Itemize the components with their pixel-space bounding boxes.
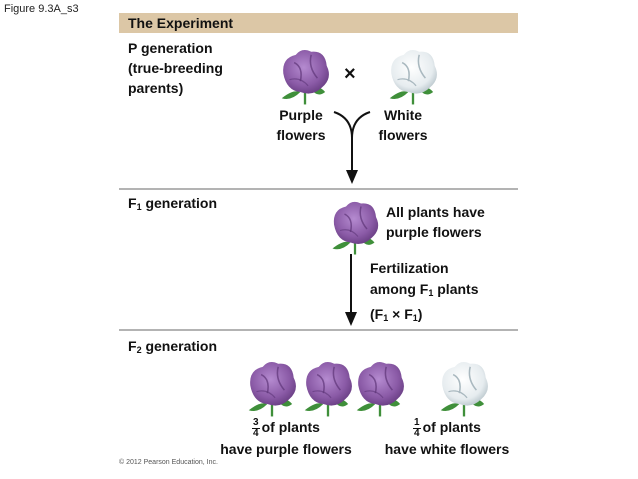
purple-flower-icon: [280, 48, 331, 106]
f1-result-text: All plants have purple flowers: [386, 204, 485, 240]
header-title: The Experiment: [128, 15, 234, 31]
purple-flower-icon: [355, 360, 406, 418]
white-flower-icon: [388, 48, 439, 106]
white-flowers-caption: White flowers: [378, 107, 428, 143]
divider-1: [119, 188, 518, 190]
fertilization-text: Fertilization among F1 plants (F1 × F1): [370, 260, 479, 323]
p-generation-line-2: (true-breeding: [128, 60, 223, 76]
divider-2: [119, 329, 518, 331]
white-flower-icon: [439, 360, 490, 418]
p-generation-label: P generation (true-breeding parents): [128, 38, 223, 98]
copyright-text: © 2012 Pearson Education, Inc.: [119, 459, 218, 466]
purple-flowers-caption: Purple flowers: [276, 107, 326, 143]
purple-flower-icon: [331, 200, 380, 256]
p-generation-line-3: parents): [128, 80, 184, 96]
bracket-icon: [333, 111, 371, 184]
p-generation-line-1: P generation: [128, 40, 213, 56]
down-arrow-icon: [346, 170, 358, 184]
cross-symbol: ×: [344, 63, 356, 85]
f1-generation-label: F1 generation: [128, 195, 218, 212]
header-bar: The Experiment: [119, 13, 518, 33]
f2-generation-label: F2 generation: [128, 338, 218, 355]
figure-label: Figure 9.3A_s3: [4, 3, 79, 15]
down-arrow-icon: [345, 254, 357, 326]
